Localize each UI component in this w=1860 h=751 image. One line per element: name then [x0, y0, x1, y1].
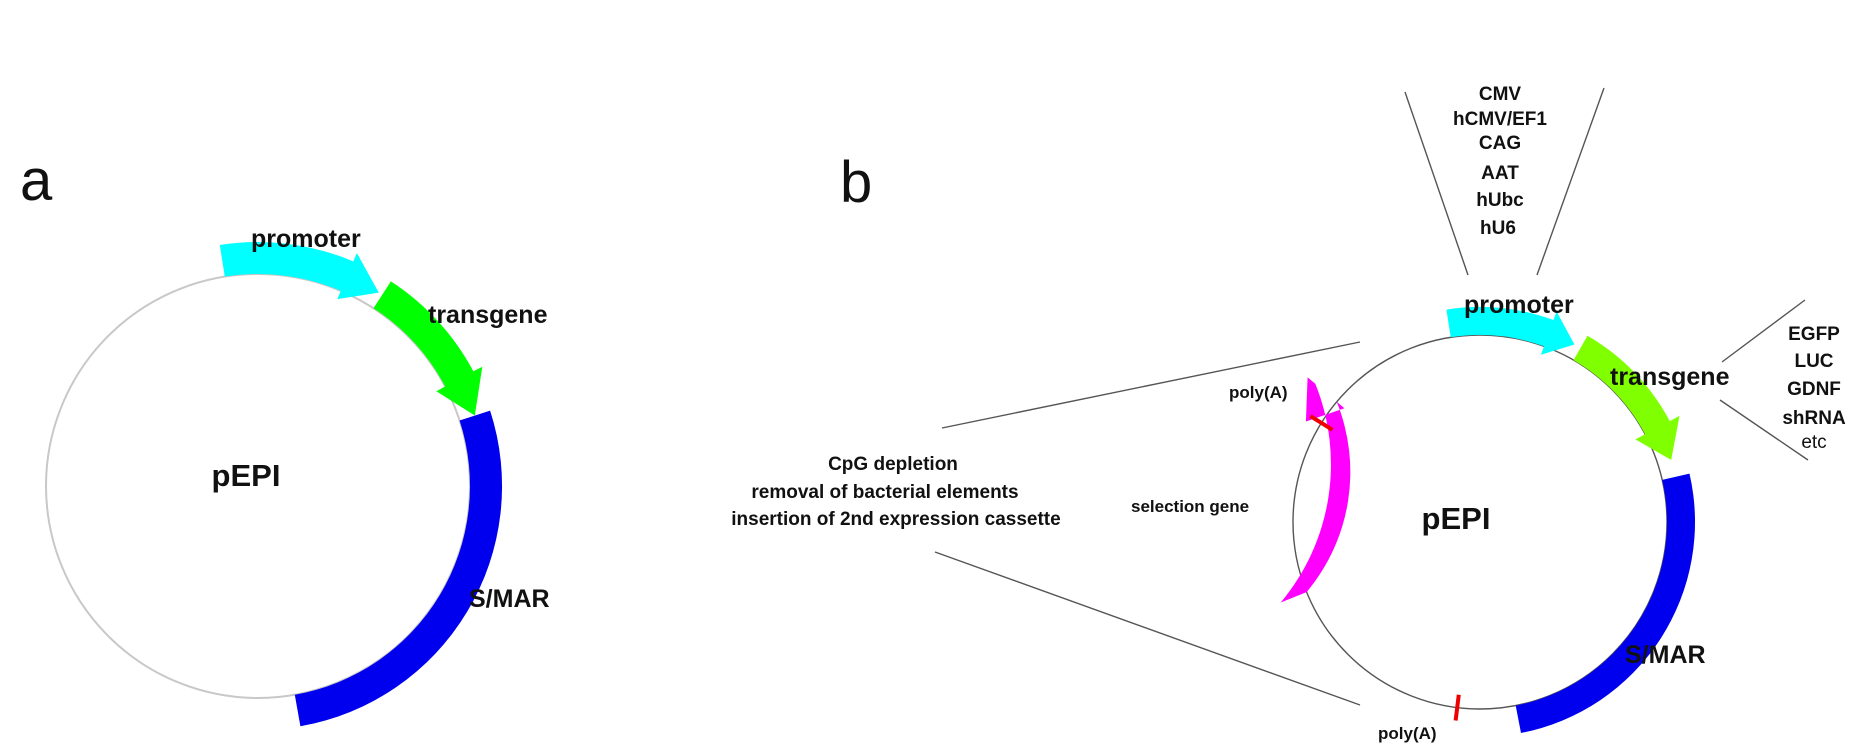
- plasmid-a-promoter-label: promoter: [251, 225, 361, 253]
- plasmid-b-backbone: [1292, 334, 1668, 710]
- promoter-option: CAG: [1479, 133, 1521, 154]
- panel-b: b pEPI promoter transgene S/MAR selectio…: [731, 84, 1846, 743]
- transgene-option-more: etc: [1801, 432, 1826, 453]
- transgene-option: LUC: [1794, 351, 1833, 372]
- transgene-options-list: EGFP LUC GDNF shRNA etc: [1782, 324, 1846, 453]
- backbone-notes: CpG depletion removal of bacterial eleme…: [731, 454, 1060, 530]
- plasmid-a-transgene-arrow: [373, 281, 483, 416]
- plasmid-b-transgene-arrow: [1573, 335, 1680, 460]
- transgene-option: shRNA: [1782, 408, 1846, 429]
- polya-top-marker: [1309, 414, 1334, 432]
- promoter-leader-left: [1404, 91, 1469, 276]
- leader-lines: [934, 87, 1809, 706]
- backbone-note: insertion of 2nd expression cassette: [731, 509, 1060, 530]
- polya-bottom-label: poly(A): [1378, 724, 1437, 743]
- plasmid-b-transgene-label: transgene: [1610, 363, 1730, 391]
- backbone-leader-lower: [934, 551, 1361, 706]
- backbone-note: removal of bacterial elements: [751, 482, 1018, 503]
- promoter-option: hCMV/EF1: [1453, 109, 1547, 130]
- promoter-options-list: CMV hCMV/EF1 CAG AAT hUbc hU6: [1453, 84, 1547, 239]
- plasmid-b-promoter-arrow: [1446, 306, 1575, 355]
- plasmid-a-promoter-arrow: [219, 241, 379, 300]
- plasmid-b-selection-gene-arrow: [1280, 377, 1351, 603]
- polya-bottom-marker: [1453, 694, 1461, 721]
- transgene-leader-lower: [1719, 399, 1809, 461]
- promoter-option: hUbc: [1476, 190, 1524, 211]
- plasmid-b-smar-label: S/MAR: [1625, 641, 1706, 669]
- transgene-option: GDNF: [1787, 379, 1841, 400]
- plasmid-a-center-label: pEPI: [212, 458, 281, 493]
- plasmid-b-smar-block: [1515, 473, 1696, 733]
- panel-a: a pEPI promoter transgene S/MAR: [20, 148, 550, 727]
- transgene-leader-upper: [1721, 299, 1806, 363]
- promoter-option: hU6: [1480, 218, 1516, 239]
- promoter-option: AAT: [1481, 163, 1519, 184]
- plasmid-a-smar-label: S/MAR: [469, 585, 550, 613]
- backbone-note: CpG depletion: [828, 454, 958, 475]
- panel-a-letter: a: [20, 148, 53, 213]
- polya-top-label: poly(A): [1229, 383, 1288, 402]
- promoter-option: CMV: [1479, 84, 1522, 105]
- plasmid-b-center-label: pEPI: [1422, 501, 1491, 536]
- transgene-option: EGFP: [1788, 324, 1840, 345]
- plasmid-b-promoter-label: promoter: [1464, 291, 1574, 319]
- promoter-leader-right: [1536, 87, 1605, 276]
- plasmid-a-smar-block: [294, 410, 503, 727]
- backbone-leader-upper: [941, 341, 1361, 429]
- plasmid-b-selection-label: selection gene: [1131, 497, 1249, 516]
- panel-b-letter: b: [840, 150, 872, 215]
- plasmid-a-transgene-label: transgene: [428, 301, 548, 329]
